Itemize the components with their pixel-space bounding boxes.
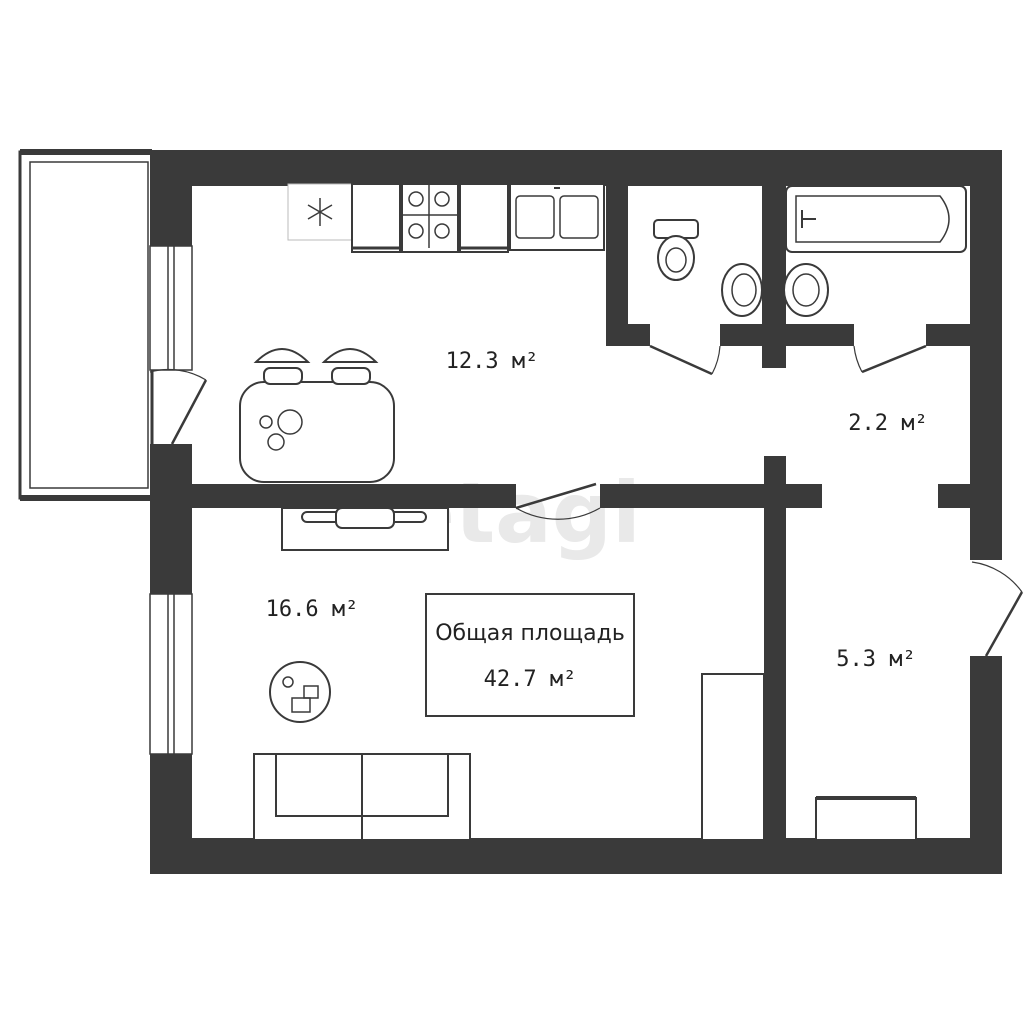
hall-bench — [815, 796, 917, 841]
interior-walls — [190, 184, 972, 840]
window-living — [149, 593, 193, 755]
bathtub — [785, 185, 967, 253]
wardrobe — [701, 673, 765, 841]
chair — [253, 348, 379, 385]
stove — [401, 183, 459, 253]
bath-sink — [783, 263, 829, 317]
room-area-kitchen: 12.3 м² — [446, 349, 539, 374]
fridge — [287, 183, 353, 241]
living-door — [515, 482, 601, 520]
kitchen-cabinet — [351, 183, 604, 253]
sofa — [253, 753, 471, 841]
room-area-corridor: 2.2 м² — [848, 411, 927, 436]
total-area-label: Общая площадь — [435, 621, 625, 646]
bath-door — [853, 344, 927, 374]
kitchen-sink — [509, 183, 605, 251]
toilet — [653, 219, 699, 281]
window-kitchen — [149, 245, 193, 371]
tv-stand — [281, 507, 449, 551]
dining-table — [239, 381, 395, 483]
wc-door — [649, 344, 721, 376]
balcony — [18, 149, 154, 501]
total-area-box: Общая площадь 42.7 м² — [425, 593, 635, 717]
snowflake-icon — [307, 198, 333, 226]
entrance-door — [971, 561, 1024, 657]
total-area-value: 42.7 м² — [484, 667, 577, 692]
coffee-table — [269, 661, 331, 723]
outer-walls — [150, 150, 1002, 874]
wc-sink — [721, 263, 763, 317]
balcony-door — [149, 368, 208, 445]
room-area-hall: 5.3 м² — [836, 647, 915, 672]
room-area-living: 16.6 м² — [266, 597, 359, 622]
